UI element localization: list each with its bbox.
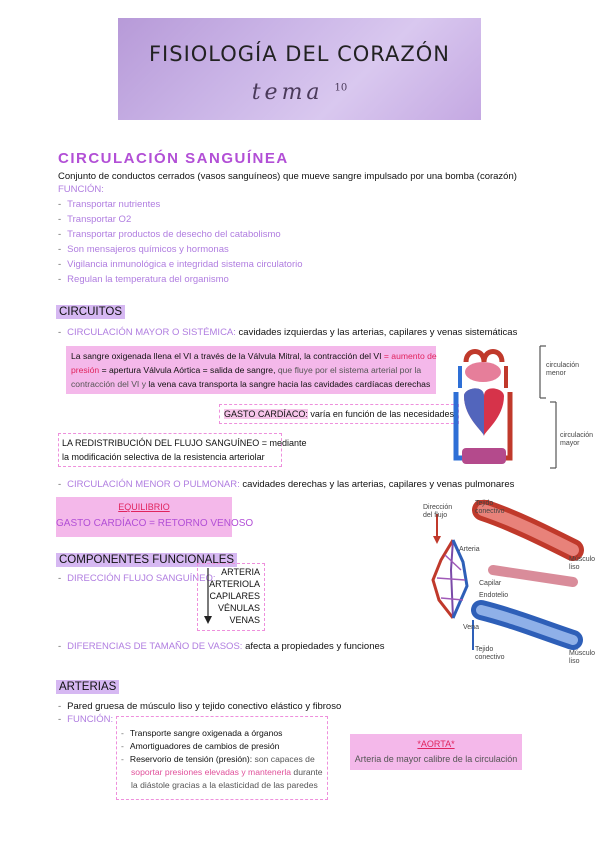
line-text: La sangre oxigenada llena el VI a través…	[71, 351, 382, 361]
line-text-red: = aumento de	[383, 351, 437, 361]
label-vena: Vena	[463, 624, 479, 631]
label-line: menor	[546, 370, 566, 377]
mayor-explanation-box: La sangre oxigenada llena el VI a través…	[66, 346, 437, 394]
mayor-label: CIRCULACIÓN MAYOR O SISTÉMICA:	[67, 327, 236, 338]
line-text: = apertura Válvula Aórtica = salida de s…	[101, 365, 276, 375]
circulacion-definition: Conjunto de conductos cerrados (vasos sa…	[58, 171, 517, 182]
funcion-item: -Vigilancia inmunológica e integridad si…	[58, 259, 303, 270]
label-endotelio: Endotelio	[479, 592, 509, 599]
funcion-label: FUNCIÓN:	[58, 184, 104, 195]
label-line: circulación	[560, 432, 594, 439]
circulacion-menor: -CIRCULACIÓN MENOR O PULMONAR: cavidades…	[58, 479, 515, 490]
aorta-box: *AORTA* Arteria de mayor calibre de la c…	[350, 734, 522, 770]
vessel-item: ARTERIOLA	[209, 579, 260, 589]
label-musculo-liso: Músculo liso	[569, 556, 596, 571]
item-text-grey: durante	[293, 767, 323, 777]
down-arrow-icon	[204, 568, 212, 629]
funcion-item: -Transportar O2	[58, 214, 132, 225]
title-banner: FISIOLOGÍA DEL CORAZÓN tema 10	[118, 18, 481, 120]
mayor-line-1: La sangre oxigenada llena el VI a través…	[71, 350, 437, 362]
circulacion-mayor: -CIRCULACIÓN MAYOR O SISTÉMICA: cavidade…	[58, 327, 518, 338]
direccion-box: ARTERIA ARTERIOLA CAPILARES VÉNULAS VENA…	[197, 563, 265, 631]
page-subtitle: tema 10	[118, 80, 481, 105]
line-text-red: presión	[71, 365, 100, 375]
arteria-funcion-item: -Transporte sangre oxigenada a órganos	[121, 728, 283, 738]
arterias-funcion-label: -FUNCIÓN:	[58, 714, 114, 725]
vessel-item: VENAS	[229, 615, 260, 625]
vessel-item: ARTERIA	[221, 567, 260, 577]
equilibrio-text: GASTO CARDÍACO = RETORNO VENOSO	[56, 518, 254, 529]
direccion-label: DIRECCIÓN FLUJO SANGUÍNEO:	[67, 573, 216, 584]
gasto-label: GASTO CARDÍACO:	[224, 409, 308, 419]
vessel-item: CAPILARES	[209, 591, 260, 601]
funcion-label-text: FUNCIÓN:	[67, 714, 114, 725]
label-line: mayor	[560, 440, 580, 447]
section-heading-arterias: ARTERIAS	[56, 680, 120, 694]
subtitle-word: tema	[251, 80, 324, 105]
subtitle-number: 10	[334, 82, 348, 94]
label-arteria: Arteria	[459, 546, 480, 553]
direccion-flujo: -DIRECCIÓN FLUJO SANGUÍNEO:	[58, 573, 216, 584]
diferencias-label: DIFERENCIAS DE TAMAÑO DE VASOS:	[67, 641, 243, 652]
mayor-text: cavidades izquierdas y las arterias, cap…	[238, 327, 518, 338]
reservorio-line-3: la diástole gracias a la elasticidad de …	[131, 780, 318, 790]
blood-vessels-icon	[431, 499, 584, 650]
section-heading-circuitos: CIRCUITOS	[56, 305, 126, 319]
item-text: Amortiguadores de cambios de presión	[129, 741, 280, 751]
item-text-pink: soportar presiones elevadas y mantenerla	[131, 767, 292, 777]
item-text: Transporte sangre oxigenada a órganos	[129, 728, 283, 738]
vessel-item: VÉNULAS	[217, 603, 260, 613]
funcion-item: -Transportar nutrientes	[58, 199, 161, 210]
redis-line-1: LA REDISTRIBUCIÓN DEL FLUJO SANGUÍNEO = …	[62, 438, 307, 448]
redis-line-2: la modificación selectiva de la resisten…	[62, 452, 265, 462]
aorta-text: Arteria de mayor calibre de la circulaci…	[354, 754, 518, 764]
diferencias-text: afecta a propiedades y funciones	[245, 641, 385, 652]
redistribucion-box: LA REDISTRIBUCIÓN DEL FLUJO SANGUÍNEO = …	[58, 433, 307, 467]
arterias-pared: -Pared gruesa de músculo liso y tejido c…	[58, 701, 342, 712]
funcion-item: -Son mensajeros químicos y hormonas	[58, 244, 229, 255]
label-tejido-conectivo-2: Tejido conectivo	[475, 646, 505, 661]
funcion-text: Transportar nutrientes	[67, 199, 161, 210]
funcion-text: Regulan la temperatura del organismo	[67, 274, 229, 285]
section-heading-circulacion: CIRCULACIÓN SANGUÍNEA	[58, 150, 289, 167]
funcion-text: Son mensajeros químicos y hormonas	[67, 244, 229, 255]
label-direccion-flujo: Dirección del flujo	[423, 504, 453, 519]
funcion-item: -Transportar productos de desecho del ca…	[58, 229, 281, 240]
blood-vessel-figure: Dirección del flujo Tejido conectivo Art…	[423, 499, 596, 668]
funcion-text: Transportar O2	[67, 214, 132, 225]
menor-text: cavidades derechas y las arterias, capil…	[242, 479, 515, 490]
arterias-funcion-box: -Transporte sangre oxigenada a órganos -…	[116, 716, 328, 800]
gasto-cardiaco-box: GASTO CARDÍACO: varía en función de las …	[219, 404, 459, 424]
diferencias-tamano: -DIFERENCIAS DE TAMAÑO DE VASOS: afecta …	[58, 641, 385, 652]
aorta-title: *AORTA*	[417, 739, 455, 749]
label-musculo-liso-2: Músculo liso	[569, 650, 596, 665]
mayor-line-3: contracción del VI y la vena cava transp…	[71, 378, 430, 390]
item-text: Reservorio de tensión (presión):	[129, 754, 253, 764]
funcion-text: Vigilancia inmunológica e integridad sis…	[67, 259, 303, 270]
arteria-funcion-item: -Amortiguadores de cambios de presión	[121, 741, 280, 751]
funcion-text: Transportar productos de desecho del cat…	[67, 229, 281, 240]
equilibrio-title: EQUILIBRIO	[118, 502, 170, 512]
gasto-text: varía en función de las necesidades	[310, 409, 454, 419]
label-tejido-conectivo: Tejido conectivo	[475, 500, 505, 515]
mayor-line-2: presión = apertura Válvula Aórtica = sal…	[71, 364, 421, 376]
equilibrio-box: EQUILIBRIO GASTO CARDÍACO = RETORNO VENO…	[56, 497, 254, 537]
label-line: circulación	[546, 362, 580, 369]
item-text-grey: son capaces de	[254, 754, 315, 764]
label-capilar: Capilar	[479, 580, 502, 587]
section-heading-componentes: COMPONENTES FUNCIONALES	[56, 553, 238, 567]
arteria-funcion-item: -Reservorio de tensión (presión): son ca…	[121, 754, 315, 764]
pared-text: Pared gruesa de músculo liso y tejido co…	[67, 701, 342, 712]
heart-diagram-icon	[453, 345, 557, 469]
line-text: la vena cava transporta la sangre hacia …	[148, 379, 431, 389]
funcion-item: -Regulan la temperatura del organismo	[58, 274, 229, 285]
line-text-grey: contracción del VI y	[71, 379, 146, 389]
reservorio-line-2: soportar presiones elevadas y mantenerla…	[131, 766, 323, 778]
line-text-grey: que fluye por el sistema arterial por la	[277, 365, 422, 375]
page-title: FISIOLOGÍA DEL CORAZÓN	[148, 42, 451, 66]
menor-label: CIRCULACIÓN MENOR O PULMONAR:	[67, 479, 240, 490]
